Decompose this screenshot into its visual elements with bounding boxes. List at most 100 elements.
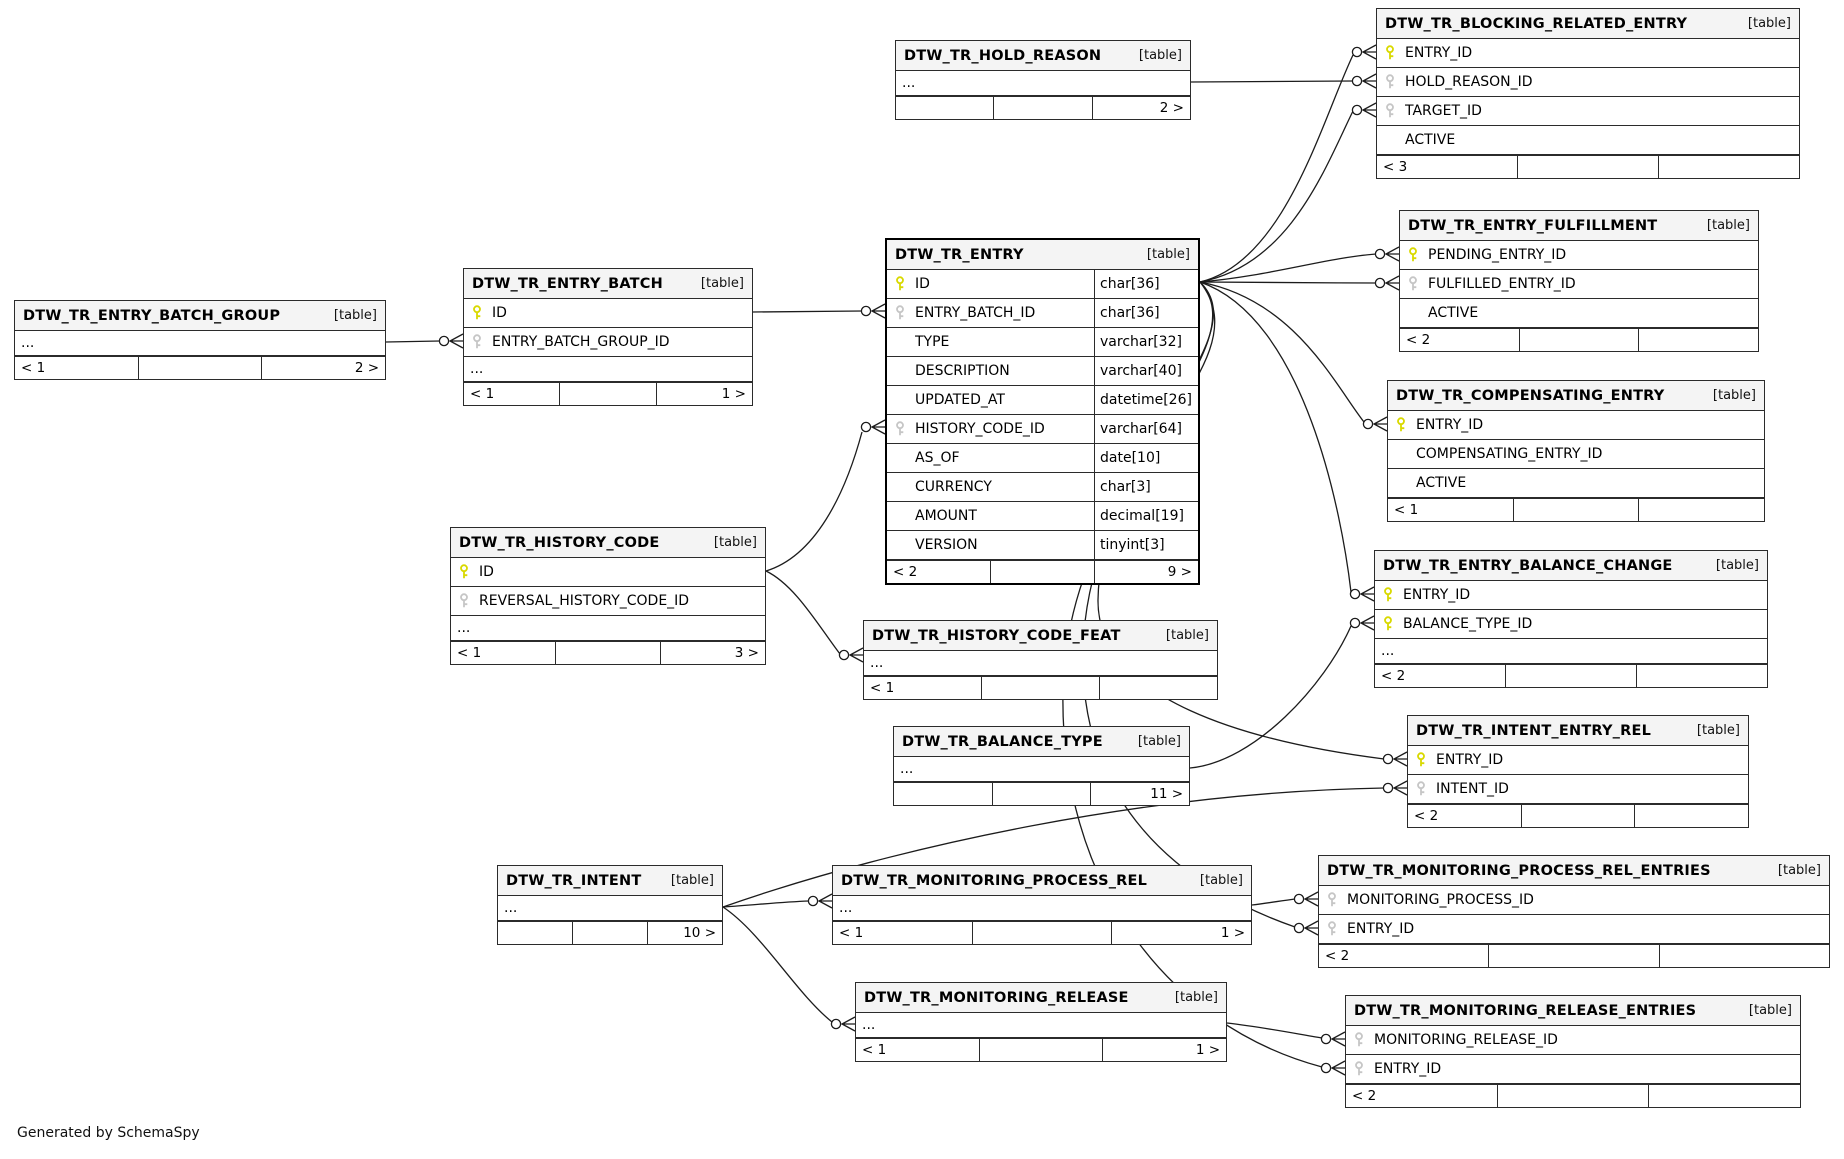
footer-cell-m: [1522, 805, 1636, 827]
footer-cell-m: [1518, 156, 1659, 178]
table-name[interactable]: DTW_TR_MONITORING_RELEASE_ENTRIES: [1354, 1002, 1697, 1019]
primary-key-icon: [1377, 45, 1405, 61]
table-type-label: [table]: [1137, 734, 1181, 749]
column-name: ACTIVE: [1416, 475, 1467, 491]
table-type-label: [table]: [713, 535, 757, 550]
table-name[interactable]: DTW_TR_HOLD_REASON: [904, 47, 1102, 64]
footer-cell-l: < 1: [15, 357, 139, 379]
footer-cell-r: [1637, 665, 1767, 687]
table-footer: < 2: [1346, 1084, 1800, 1107]
table-type-label: [table]: [1715, 558, 1759, 573]
footer-cell-r: 1 >: [1195, 1042, 1221, 1058]
columns-collapsed-row: ...: [864, 651, 1217, 676]
footer-cell-m: [973, 922, 1113, 944]
column-name: AS_OF: [915, 450, 960, 466]
crow-foot-marker-icon: [807, 893, 833, 909]
column-name: CURRENCY: [915, 479, 992, 495]
table-name[interactable]: DTW_TR_MONITORING_RELEASE: [864, 989, 1129, 1006]
table-name[interactable]: DTW_TR_ENTRY_BATCH: [472, 275, 663, 292]
column-row: ACTIVE: [1377, 126, 1799, 155]
column-type: varchar[32]: [1094, 328, 1198, 356]
column-name: ACTIVE: [1405, 132, 1456, 148]
footer-cell-l: < 2: [1408, 805, 1522, 827]
table-name[interactable]: DTW_TR_BLOCKING_RELATED_ENTRY: [1385, 15, 1688, 32]
column-row: ENTRY_ID: [1319, 915, 1829, 944]
table-header: DTW_TR_MONITORING_RELEASE_ENTRIES[table]: [1346, 996, 1800, 1026]
foreign-key-icon: [887, 421, 915, 437]
crow-foot-marker-icon: [1293, 891, 1319, 907]
table-header: DTW_TR_INTENT[table]: [498, 866, 722, 896]
table-type-label: [table]: [1174, 990, 1218, 1005]
table-name[interactable]: DTW_TR_ENTRY_FULFILLMENT: [1408, 217, 1658, 234]
relationship-line: [1199, 281, 1352, 593]
table-name[interactable]: DTW_TR_HISTORY_CODE: [459, 534, 660, 551]
column-row: FULFILLED_ENTRY_ID: [1400, 270, 1758, 299]
table-name[interactable]: DTW_TR_HISTORY_CODE_FEAT: [872, 627, 1121, 644]
table-header: DTW_TR_ENTRY[table]: [887, 240, 1198, 270]
table-header: DTW_TR_ENTRY_BALANCE_CHANGE [table]: [1375, 551, 1767, 581]
table-header: DTW_TR_MONITORING_PROCESS_REL_ENTRIES[ta…: [1319, 856, 1829, 886]
footer-cell-l: < 1: [451, 642, 556, 664]
relationship-line: [765, 431, 863, 572]
foreign-key-icon: [1346, 1061, 1374, 1077]
table-name[interactable]: DTW_TR_INTENT: [506, 872, 642, 889]
column-name: ...: [870, 655, 884, 671]
table-blocking-related-entry: DTW_TR_BLOCKING_RELATED_ENTRY[table]ENTR…: [1376, 8, 1800, 179]
table-header: DTW_TR_ENTRY_BATCH_GROUP[table]: [15, 301, 385, 331]
primary-key-icon: [451, 564, 479, 580]
table-name[interactable]: DTW_TR_BALANCE_TYPE: [902, 733, 1103, 750]
column-type: varchar[64]: [1094, 415, 1198, 443]
table-header: DTW_TR_MONITORING_PROCESS_REL[table]: [833, 866, 1251, 896]
table-name[interactable]: DTW_TR_ENTRY_BATCH_GROUP: [23, 307, 281, 324]
table-type-label: [table]: [1706, 218, 1750, 233]
column-name: ENTRY_ID: [1347, 921, 1415, 937]
relationship-line: [1189, 625, 1352, 769]
relationship-line: [1199, 54, 1354, 283]
column-name: BALANCE_TYPE_ID: [1403, 616, 1533, 632]
primary-key-icon: [1388, 417, 1416, 433]
table-type-label: [table]: [700, 276, 744, 291]
table-type-label: [table]: [1696, 723, 1740, 738]
table-name[interactable]: DTW_TR_INTENT_ENTRY_REL: [1416, 722, 1652, 739]
column-name: COMPENSATING_ENTRY_ID: [1416, 446, 1603, 462]
footer-cell-m: [1506, 665, 1637, 687]
footer-cell-l: < 1: [1388, 499, 1514, 521]
column-row: COMPENSATING_ENTRY_ID: [1388, 440, 1764, 469]
table-name[interactable]: DTW_TR_ENTRY_BALANCE_CHANGE: [1383, 557, 1673, 574]
foreign-key-icon: [1400, 276, 1428, 292]
column-name: ...: [902, 75, 916, 91]
primary-key-icon: [464, 305, 492, 321]
table-name[interactable]: DTW_TR_ENTRY: [895, 246, 1024, 263]
footer-cell-r: [1659, 156, 1799, 178]
column-name: MONITORING_PROCESS_ID: [1347, 892, 1534, 908]
table-footer: 2 >: [896, 96, 1190, 119]
footer-cell-r: [1639, 329, 1758, 351]
column-type: decimal[19]: [1094, 502, 1198, 530]
footer-cell-l: < 1: [464, 383, 561, 405]
relationship-line: [722, 906, 833, 1023]
column-name: HISTORY_CODE_ID: [915, 421, 1045, 437]
primary-key-icon: [887, 276, 915, 292]
relationship-line: [722, 900, 810, 908]
crow-foot-marker-icon: [860, 303, 886, 319]
primary-key-icon: [1400, 247, 1428, 263]
foreign-key-icon: [887, 305, 915, 321]
table-footer: < 2: [1319, 944, 1829, 967]
table-name[interactable]: DTW_TR_MONITORING_PROCESS_REL: [841, 872, 1148, 889]
column-name: ENTRY_ID: [1374, 1061, 1442, 1077]
table-header: DTW_TR_INTENT_ENTRY_REL [table]: [1408, 716, 1748, 746]
table-name[interactable]: DTW_TR_MONITORING_PROCESS_REL_ENTRIES: [1327, 862, 1711, 879]
relationship-line: [1199, 281, 1365, 423]
table-name[interactable]: DTW_TR_COMPENSATING_ENTRY: [1396, 387, 1665, 404]
footer-cell-l: [896, 97, 995, 119]
footer-cell-l: < 2: [1375, 665, 1506, 687]
column-name: FULFILLED_ENTRY_ID: [1428, 276, 1576, 292]
crow-foot-marker-icon: [1382, 780, 1408, 796]
